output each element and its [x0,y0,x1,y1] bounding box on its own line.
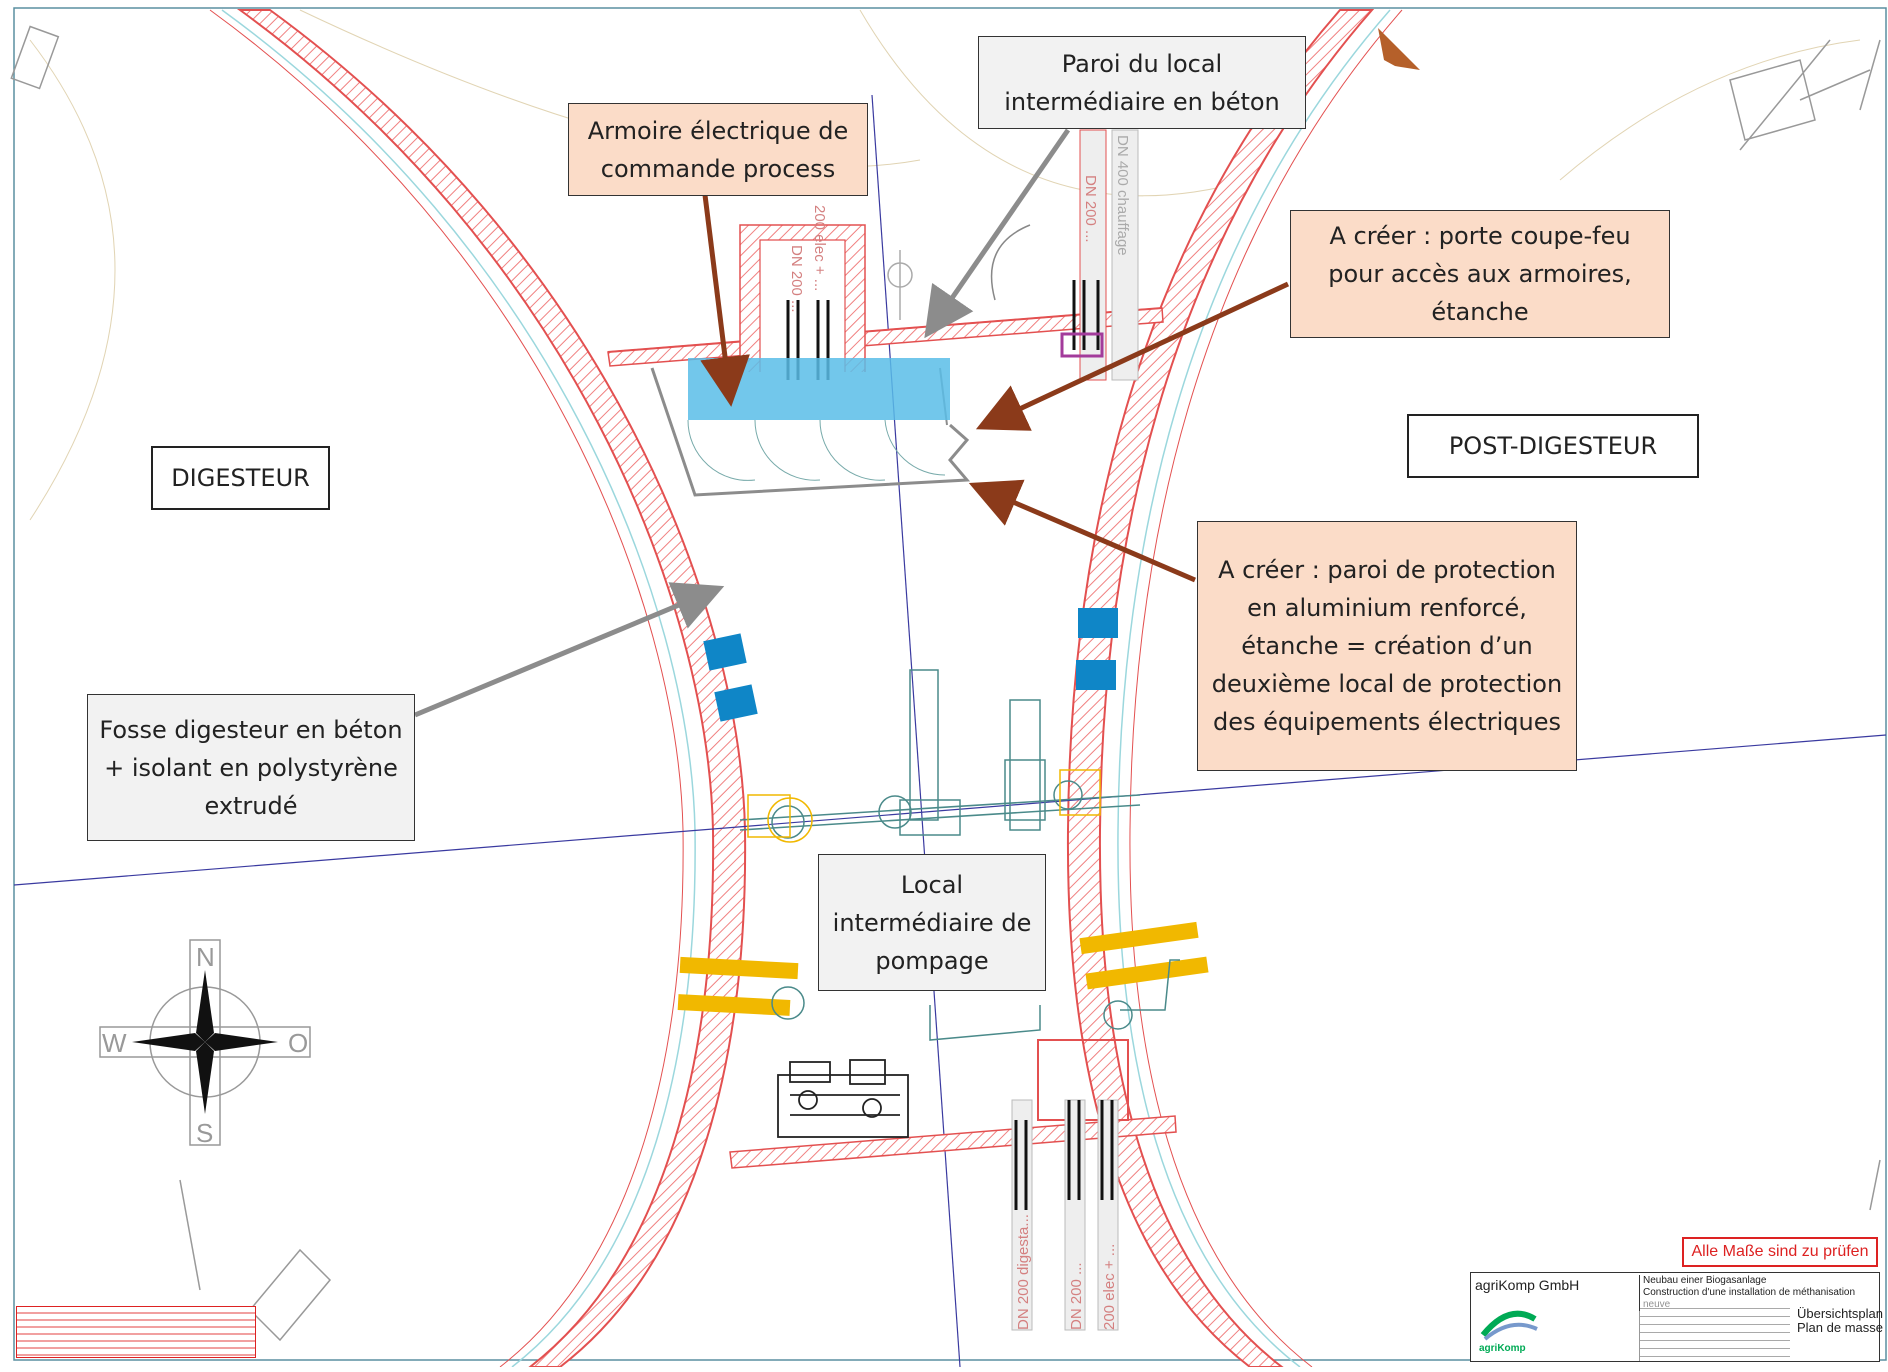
compass-west: W [102,1028,127,1058]
title-block: agriKomp GmbH agriKomp Neubau einer Biog… [1470,1272,1883,1362]
callout-local-pompage: Local intermédiaire de pompage [818,854,1046,991]
yellow-fittings [747,769,1101,843]
pipe-label: 200 elec + ... [811,205,828,291]
pipe-label: DN 200 ... [1082,175,1099,243]
logo-text: agriKomp [1479,1343,1526,1354]
callout-arrows [414,128,1290,718]
north-marker [1378,28,1420,70]
title-company: agriKomp GmbH [1475,1277,1580,1293]
compass-east: O [288,1028,308,1058]
warning-box: Alle Maße sind zu prüfen [1682,1237,1878,1267]
yellow-beams [677,921,1209,1016]
compass-south: S [196,1118,213,1148]
corner-details [10,25,1881,1342]
wall-blocks [703,608,1118,722]
lower-pipes: DN 200 digesta... DN 200 ... 200 elec + … [1011,1039,1129,1331]
generator [777,1059,909,1138]
company-logo-icon [1480,1310,1538,1341]
title-plan: Übersichtsplan Plan de masse [1797,1307,1883,1335]
pipe-label: DN 200 digesta... [1015,1214,1032,1330]
label-post-digesteur: POST-DIGESTEUR [1407,414,1699,478]
pipe-label: 200 elec + ... [1101,1244,1118,1330]
drawing-frame [13,7,1887,1361]
compass: N S W O [99,939,311,1148]
electrical-room [650,358,971,497]
pump-equipment [739,669,1180,1041]
pipe-label: DN 200 ... [788,245,805,313]
plan-de: Übersichtsplan [1797,1306,1883,1321]
callout-paroi-local: Paroi du local intermédiaire en béton [978,36,1306,129]
legal-note [16,1306,256,1358]
upper-pipes: DN 200 ... 200 elec + ... DN 200 ... DN … [739,129,1139,381]
callout-paroi-protection: A créer : paroi de protection en alumini… [1197,521,1577,771]
project-de: Neubau einer Biogasanlage [1643,1275,1767,1286]
callout-porte-coupe-feu: A créer : porte coupe-feu pour accès aux… [1290,210,1670,338]
compass-north: N [196,942,215,972]
title-grid [1639,1301,1790,1361]
label-digesteur: DIGESTEUR [151,446,330,510]
pipe-label: DN 200 ... [1068,1262,1085,1330]
axis-north-south [871,94,961,1368]
pipe-label: DN 400 chauffage [1114,135,1131,256]
callout-fosse-digesteur: Fosse digesteur en béton + isolant en po… [87,694,415,841]
callout-armoire: Armoire électrique de commande process [568,103,868,196]
plan-fr: Plan de masse [1797,1320,1883,1335]
